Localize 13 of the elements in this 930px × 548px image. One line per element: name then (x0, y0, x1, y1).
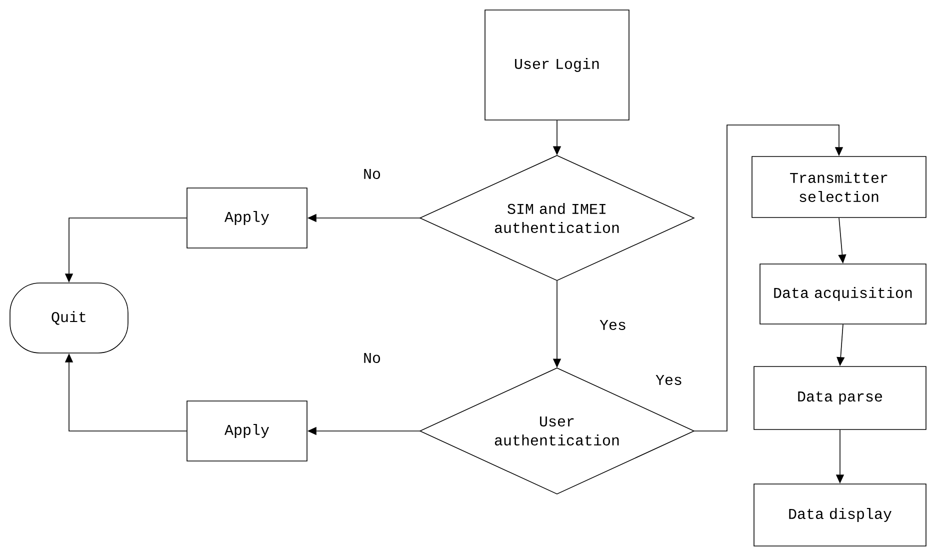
process-box: Transmitter selection (752, 156, 926, 218)
process-box: Data parse (754, 366, 926, 430)
process-box: Apply (186, 188, 308, 248)
arrow (694, 124, 844, 432)
process-box: User Login (484, 10, 630, 120)
edge-label: No (362, 168, 382, 180)
process-box: Data acquisition (760, 264, 926, 324)
process-box: Apply (186, 400, 308, 462)
edge-label: No (362, 352, 382, 364)
edge-label: Yes (598, 318, 628, 331)
process-box: Data display (754, 484, 926, 546)
edge-label: Yes (654, 374, 684, 386)
terminal-box: Quit (10, 282, 128, 354)
